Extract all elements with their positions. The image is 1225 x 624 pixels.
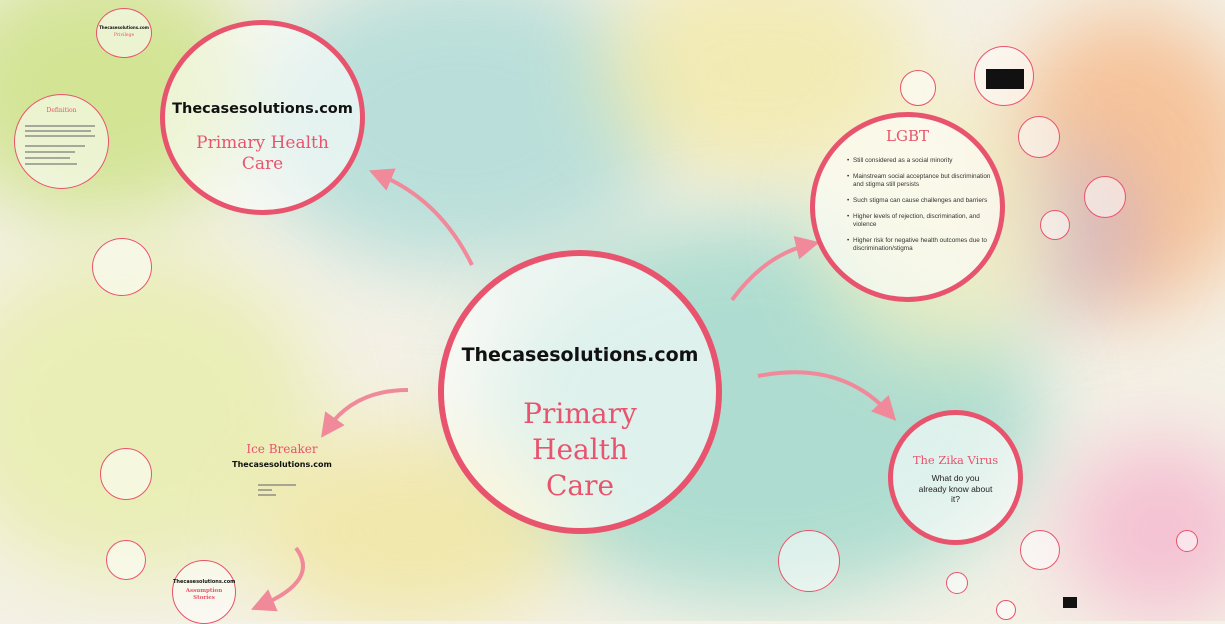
lgbt-title: LGBT	[886, 127, 929, 145]
content-circle[interactable]	[1176, 530, 1198, 552]
definition-title: Definition	[46, 107, 77, 114]
presentation-control[interactable]	[1063, 597, 1077, 608]
video-circle[interactable]	[974, 46, 1034, 106]
content-circle[interactable]	[1020, 530, 1060, 570]
lgbt-bullet-list: Still considered as a social minority Ma…	[847, 157, 997, 261]
zika-question: What do you already know about it?	[918, 473, 993, 504]
content-circle[interactable]	[778, 530, 840, 592]
text-line	[258, 494, 276, 496]
lgbt-bullet: Such stigma can cause challenges and bar…	[847, 197, 997, 206]
content-circle[interactable]	[100, 448, 152, 500]
content-circle[interactable]	[996, 600, 1016, 620]
lgbt-bullet: Mainstream social acceptance but discrim…	[847, 173, 997, 190]
definition-circle[interactable]: Definition	[14, 94, 109, 189]
text-line	[25, 135, 95, 137]
privilege-subtitle: Privilege	[113, 33, 135, 38]
ice-breaker-title: Ice Breaker	[246, 442, 318, 456]
assumption-stories-subtitle: Assumption Stories	[185, 588, 223, 601]
text-line	[25, 145, 85, 147]
lgbt-circle[interactable]: LGBT Still considered as a social minori…	[810, 112, 1005, 302]
content-circle[interactable]	[92, 238, 152, 296]
text-line	[25, 130, 91, 132]
privilege-brand: Thecasesolutions.com	[99, 25, 149, 30]
text-line	[258, 484, 296, 486]
top-left-brand: Thecasesolutions.com	[172, 101, 353, 117]
center-brand: Thecasesolutions.com	[461, 344, 699, 366]
top-left-primary-health-care-circle[interactable]: Thecasesolutions.com Primary Health Care	[160, 20, 365, 215]
assumption-stories-circle[interactable]: Thecasesolutions.com Assumption Stories	[172, 560, 236, 624]
assumption-stories-brand: Thecasesolutions.com	[173, 579, 236, 585]
privilege-circle[interactable]: Thecasesolutions.com Privilege	[96, 8, 152, 58]
lgbt-bullet: Higher levels of rejection, discriminati…	[847, 213, 997, 230]
text-line	[25, 125, 95, 127]
text-line	[258, 489, 272, 491]
content-circle[interactable]	[106, 540, 146, 580]
content-circle[interactable]	[900, 70, 936, 106]
content-circle[interactable]	[1040, 210, 1070, 240]
ice-breaker-brand: Thecasesolutions.com	[232, 460, 332, 469]
lgbt-bullet: Still considered as a social minority	[847, 157, 997, 166]
ice-breaker-group[interactable]: Ice Breaker Thecasesolutions.com	[232, 438, 332, 518]
video-thumbnail[interactable]	[986, 69, 1024, 89]
zika-virus-circle[interactable]: The Zika Virus What do you already know …	[888, 410, 1023, 545]
content-circle[interactable]	[1084, 176, 1126, 218]
content-circle[interactable]	[1018, 116, 1060, 158]
content-circle[interactable]	[946, 572, 968, 594]
text-line	[25, 157, 70, 159]
center-primary-health-care-circle[interactable]: Thecasesolutions.com Primary Health Care	[438, 250, 722, 534]
center-title: Primary Health Care	[523, 397, 637, 502]
text-line	[25, 151, 75, 153]
lgbt-bullet: Higher risk for negative health outcomes…	[847, 237, 997, 254]
text-line	[25, 163, 77, 165]
zika-title: The Zika Virus	[912, 453, 999, 467]
top-left-title: Primary Health Care	[196, 133, 329, 174]
